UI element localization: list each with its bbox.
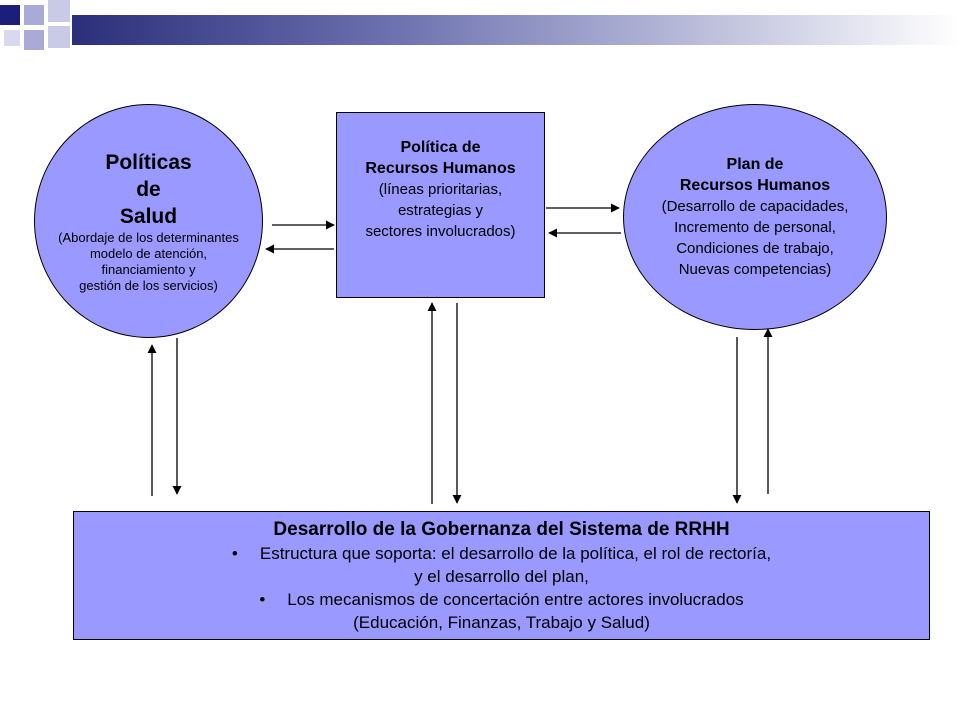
- politica-rrhh-node: Política de Recursos Humanos (líneas pri…: [336, 112, 545, 298]
- header-square: [24, 30, 44, 50]
- node-detail-line: (líneas prioritarias,: [378, 181, 503, 198]
- node-detail-line: (Abordaje de los determinantes: [58, 229, 239, 245]
- bullet-text: Estructura que soporta: el desarrollo de…: [232, 544, 771, 563]
- header-square-navy: [0, 5, 20, 25]
- bullet-line: Estructura que soporta: el desarrollo de…: [232, 542, 771, 565]
- header-square: [4, 30, 20, 46]
- bullet-continuation: y el desarrollo del plan,: [414, 567, 589, 586]
- gobernanza-node: Desarrollo de la Gobernanza del Sistema …: [73, 511, 930, 640]
- node-detail-line: Condiciones de trabajo,: [676, 240, 834, 257]
- node-title-line: de: [136, 177, 161, 201]
- node-detail-line: (Desarrollo de capacidades,: [661, 198, 849, 215]
- node-detail-line: Incremento de personal,: [674, 219, 836, 236]
- node-detail-line: modelo de atención,: [89, 245, 208, 261]
- node-detail-line: sectores involucrados): [365, 223, 516, 240]
- politicas-de-salud-node: Políticas de Salud (Abordaje de los dete…: [34, 104, 263, 338]
- header-square: [48, 26, 70, 48]
- header-gradient-bar: [72, 15, 960, 45]
- node-title-line: Plan de: [726, 156, 784, 173]
- node-detail-line: estrategias y: [397, 202, 484, 219]
- node-title-line: Política de: [400, 139, 481, 156]
- bullet-line: Los mecanismos de concertación entre act…: [259, 588, 743, 611]
- bullet-continuation: (Educación, Finanzas, Trabajo y Salud): [353, 613, 650, 632]
- node-detail-line: gestión de los servicios): [79, 277, 218, 293]
- header-square: [24, 5, 44, 25]
- node-title-line: Políticas: [105, 150, 192, 174]
- node-title: Desarrollo de la Gobernanza del Sistema …: [273, 519, 730, 540]
- plan-rrhh-node: Plan de Recursos Humanos (Desarrollo de …: [623, 104, 887, 330]
- node-title-line: Salud: [119, 204, 178, 228]
- node-detail-line: financiamiento y: [101, 261, 196, 277]
- header-square: [48, 0, 70, 22]
- node-title-line: Recursos Humanos: [365, 160, 516, 177]
- node-title-line: Recursos Humanos: [679, 177, 831, 194]
- bullet-text: Los mecanismos de concertación entre act…: [259, 590, 743, 609]
- node-detail-line: Nuevas competencias): [678, 261, 832, 278]
